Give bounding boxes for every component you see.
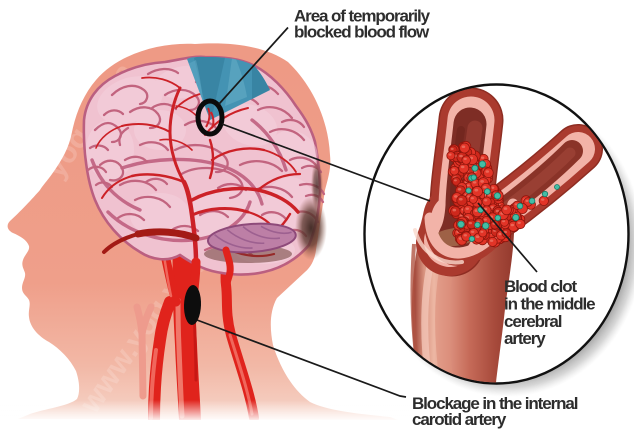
- svg-text:carotid artery: carotid artery: [412, 410, 507, 429]
- svg-text:in the middle: in the middle: [504, 295, 595, 314]
- svg-text:Blood clot: Blood clot: [504, 277, 578, 296]
- svg-text:artery: artery: [504, 329, 546, 348]
- svg-text:Blockage in the internal: Blockage in the internal: [412, 394, 578, 413]
- svg-text:cerebral: cerebral: [504, 312, 562, 331]
- svg-text:Area of temporarily: Area of temporarily: [294, 7, 431, 26]
- svg-text:blocked blood flow: blocked blood flow: [294, 23, 430, 42]
